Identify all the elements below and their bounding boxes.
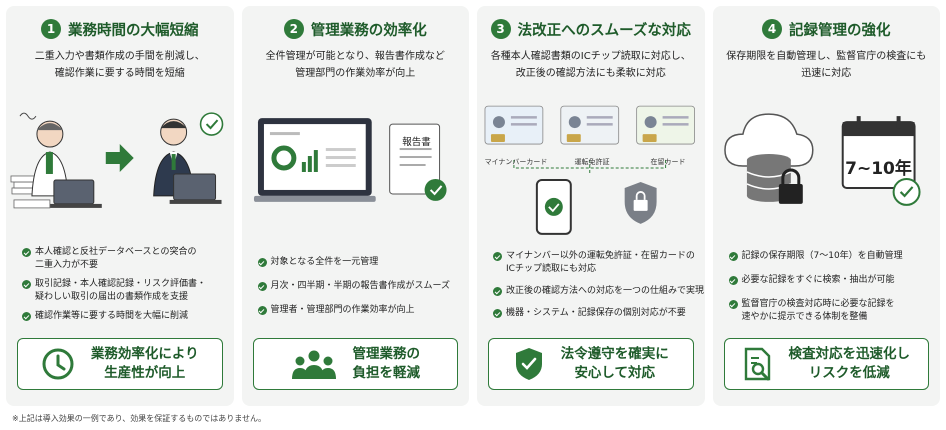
illustration-dashboard: 報告書 (242, 96, 470, 236)
bullet-list: 対象となる全件を一元管理 月次・四半期・半期の報告書作成がスムーズ 管理者・管理… (257, 256, 460, 323)
list-item: 本人確認と反社データベースとの突合の 二重入力が不要 (22, 246, 224, 272)
illustration-id-cards: マイナンバーカード 運転免許証 在留カード (477, 96, 705, 236)
card-header: 4 記録管理の強化 (713, 16, 941, 42)
laptop-icon (253, 118, 376, 202)
laptop-report-illustration (253, 118, 447, 202)
footer-outcome: 業務効率化により 生産性が向上 (17, 338, 223, 390)
card-number: 1 (41, 19, 61, 39)
bullet-list: 本人確認と反社データベースとの突合の 二重入力が不要 取引記録・本人確認記録・リ… (22, 246, 224, 329)
id-card-label-my-number: マイナンバーカード (484, 158, 548, 166)
id-card-label-drivers-license: 運転免許証 (574, 158, 610, 166)
card-number: 3 (490, 19, 511, 39)
illustration-worker-before-after (6, 96, 234, 236)
bullet-list: マイナンバー以外の運転免許証・在留カードの ICチップ読取にも対応 改正後の確認… (493, 250, 704, 326)
team-icon (291, 350, 336, 379)
report-label: 報告書 (402, 137, 431, 148)
happy-worker-icon (153, 112, 224, 204)
lock-shield-icon (624, 181, 657, 224)
list-item: 確認作業等に要する時間を大幅に削減 (22, 310, 224, 323)
list-item: 管理者・管理部門の作業効率が向上 (257, 304, 460, 317)
footer-outcome: 管理業務の 負担を軽減 (252, 338, 458, 390)
card-time-reduction: 1 業務時間の大幅短縮 二重入力や書類作成の手間を削減し、 確認作業に要する時間… (6, 6, 234, 406)
smartphone-icon (535, 178, 572, 235)
card-description: 全件管理が可能となり、報告書作成など 管理部門の作業効率が向上 (265, 51, 445, 79)
card-title: 業務時間の大幅短縮 (68, 22, 199, 39)
card-law-compliance: 3 法改正へのスムーズな対応 各種本人確認書類のICチップ読取に対応し、 改正後… (477, 6, 705, 406)
drivers-license-icon (560, 105, 620, 145)
card-header: 2 管理業務の効率化 (242, 16, 470, 42)
list-item: 必要な記録をすぐに検索・抽出が可能 (728, 274, 931, 287)
list-item: マイナンバー以外の運転免許証・在留カードの ICチップ読取にも対応 (493, 250, 695, 276)
list-item: 改正後の確認方法への対応を一つの仕組みで実現 (493, 285, 704, 298)
card-number: 4 (762, 19, 782, 39)
list-item: 対象となる全件を一元管理 (257, 256, 460, 269)
cloud-database-icon (723, 113, 814, 204)
list-item: 監督官庁の検査対応時に必要な記録を 速やかに提示できる体制を整備 (728, 298, 931, 324)
footer-outcome: 検査対応を迅速化し リスクを低減 (723, 338, 929, 390)
report-document-icon (388, 123, 447, 201)
list-item: 記録の保存期限（7～10年）を自動管理 (728, 250, 931, 263)
card-description: 二重入力や書類作成の手間を削減し、 確認作業に要する時間を短縮 (34, 51, 205, 79)
residence-card-icon (636, 105, 695, 145)
worker-illustration (10, 112, 224, 209)
card-title: 記録管理の強化 (789, 22, 891, 39)
card-admin-efficiency: 2 管理業務の効率化 全件管理が可能となり、報告書作成など 管理部門の作業効率が… (241, 6, 470, 406)
arrow-right-icon (105, 144, 134, 172)
shield-check-icon (515, 348, 542, 380)
id-cards-illustration (484, 105, 695, 235)
card-header: 3 法改正へのスムーズな対応 (477, 16, 705, 42)
my-number-card-icon (484, 105, 544, 145)
list-item: 機器・システム・記録保存の個別対応が不要 (493, 307, 695, 320)
calendar-years-label: 7~10年 (845, 159, 912, 179)
card-title: 法改正へのスムーズな対応 (517, 22, 691, 39)
disclaimer-note: ※上記は導入効果の一例であり、効果を保証するものではありません。 (12, 414, 267, 423)
calendar-icon (841, 116, 921, 206)
bullet-list: 記録の保存期限（7～10年）を自動管理 必要な記録をすぐに検索・抽出が可能 監督… (728, 250, 931, 330)
benefit-cards: 1 業務時間の大幅短縮 二重入力や書類作成の手間を削減し、 確認作業に要する時間… (6, 6, 940, 406)
stressed-worker-icon (10, 112, 102, 209)
card-header: 1 業務時間の大幅短縮 (6, 16, 234, 42)
document-search-icon (744, 347, 770, 381)
card-record-management: 4 記録管理の強化 保存期限を自動管理し、監督官庁の検査にも 迅速に対応 (712, 6, 941, 406)
card-description: 保存期限を自動管理し、監督官庁の検査にも 迅速に対応 (726, 51, 927, 79)
footer-outcome: 法令遵守を確実に 安心して対応 (488, 338, 694, 390)
card-description: 各種本人確認書類のICチップ読取に対応し、 改正後の確認方法にも柔軟に対応 (490, 51, 691, 79)
card-title: 管理業務の効率化 (310, 22, 427, 39)
list-item: 取引記録・本人確認記録・リスク評価書・ 疑わしい取引の届出の書類作成を支援 (22, 278, 224, 304)
illustration-storage: 7~10年 (713, 96, 941, 236)
list-item: 月次・四半期・半期の報告書作成がスムーズ (257, 280, 460, 293)
clock-icon (42, 348, 74, 380)
cloud-calendar-illustration (723, 113, 921, 206)
id-card-label-residence: 在留カード (650, 158, 686, 166)
card-number: 2 (283, 19, 304, 39)
